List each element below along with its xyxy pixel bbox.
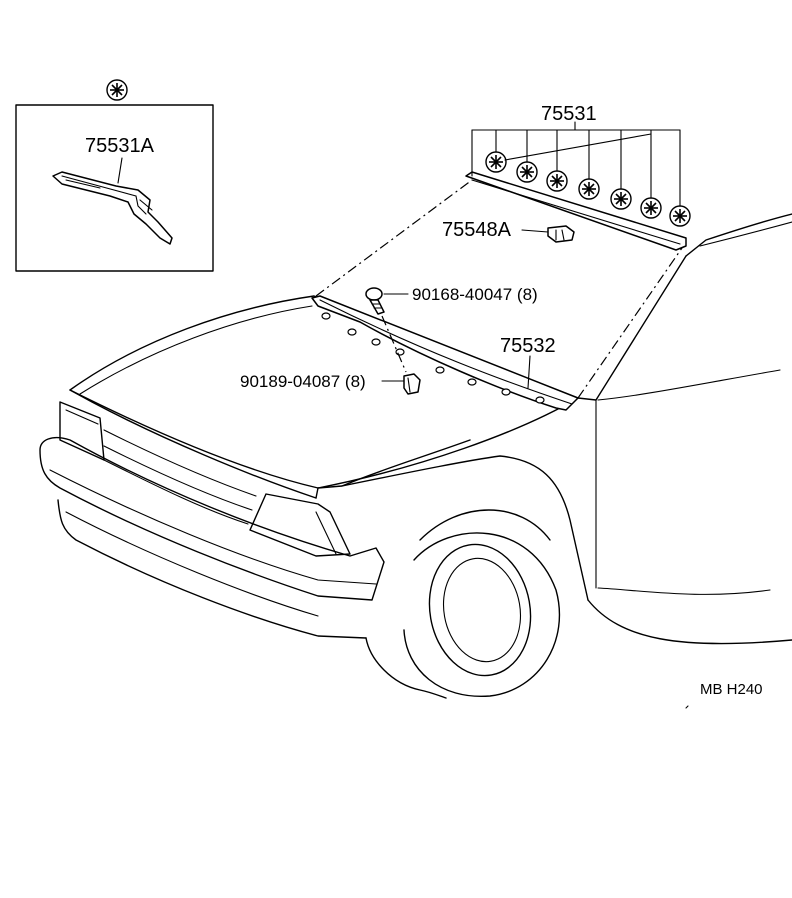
asterisk-circle-icon [106,79,128,101]
upper-molding [465,171,687,251]
bolt-90168 [365,287,385,315]
callout-75548a: 75548A [442,219,512,241]
diagram-code: MB H240 [700,681,763,698]
cowl-panel [311,295,579,411]
inset-box: 75531A [15,79,214,272]
clip-75548a [547,225,575,243]
asterisk-circle-icon [610,188,632,210]
molding-end-piece [52,171,173,245]
callout-75532: 75532 [500,335,556,357]
asterisk-circle-icon [546,170,568,192]
callout-75531: 75531 [541,103,597,125]
callout-nut: 90189-04087 (8) [240,372,366,391]
asterisk-circle-icon [516,161,538,183]
inset-part-number: 75531A [85,135,155,157]
asterisk-circle-icon [485,151,507,173]
asterisk-circle-icon [669,205,691,227]
nut-90189 [403,373,421,395]
asterisk-circle-icon [578,178,600,200]
callout-bolt: 90168-40047 (8) [412,285,538,304]
car-body [39,179,792,699]
callout-bracket-75531 [471,121,681,207]
asterisk-circle-icon [640,197,662,219]
